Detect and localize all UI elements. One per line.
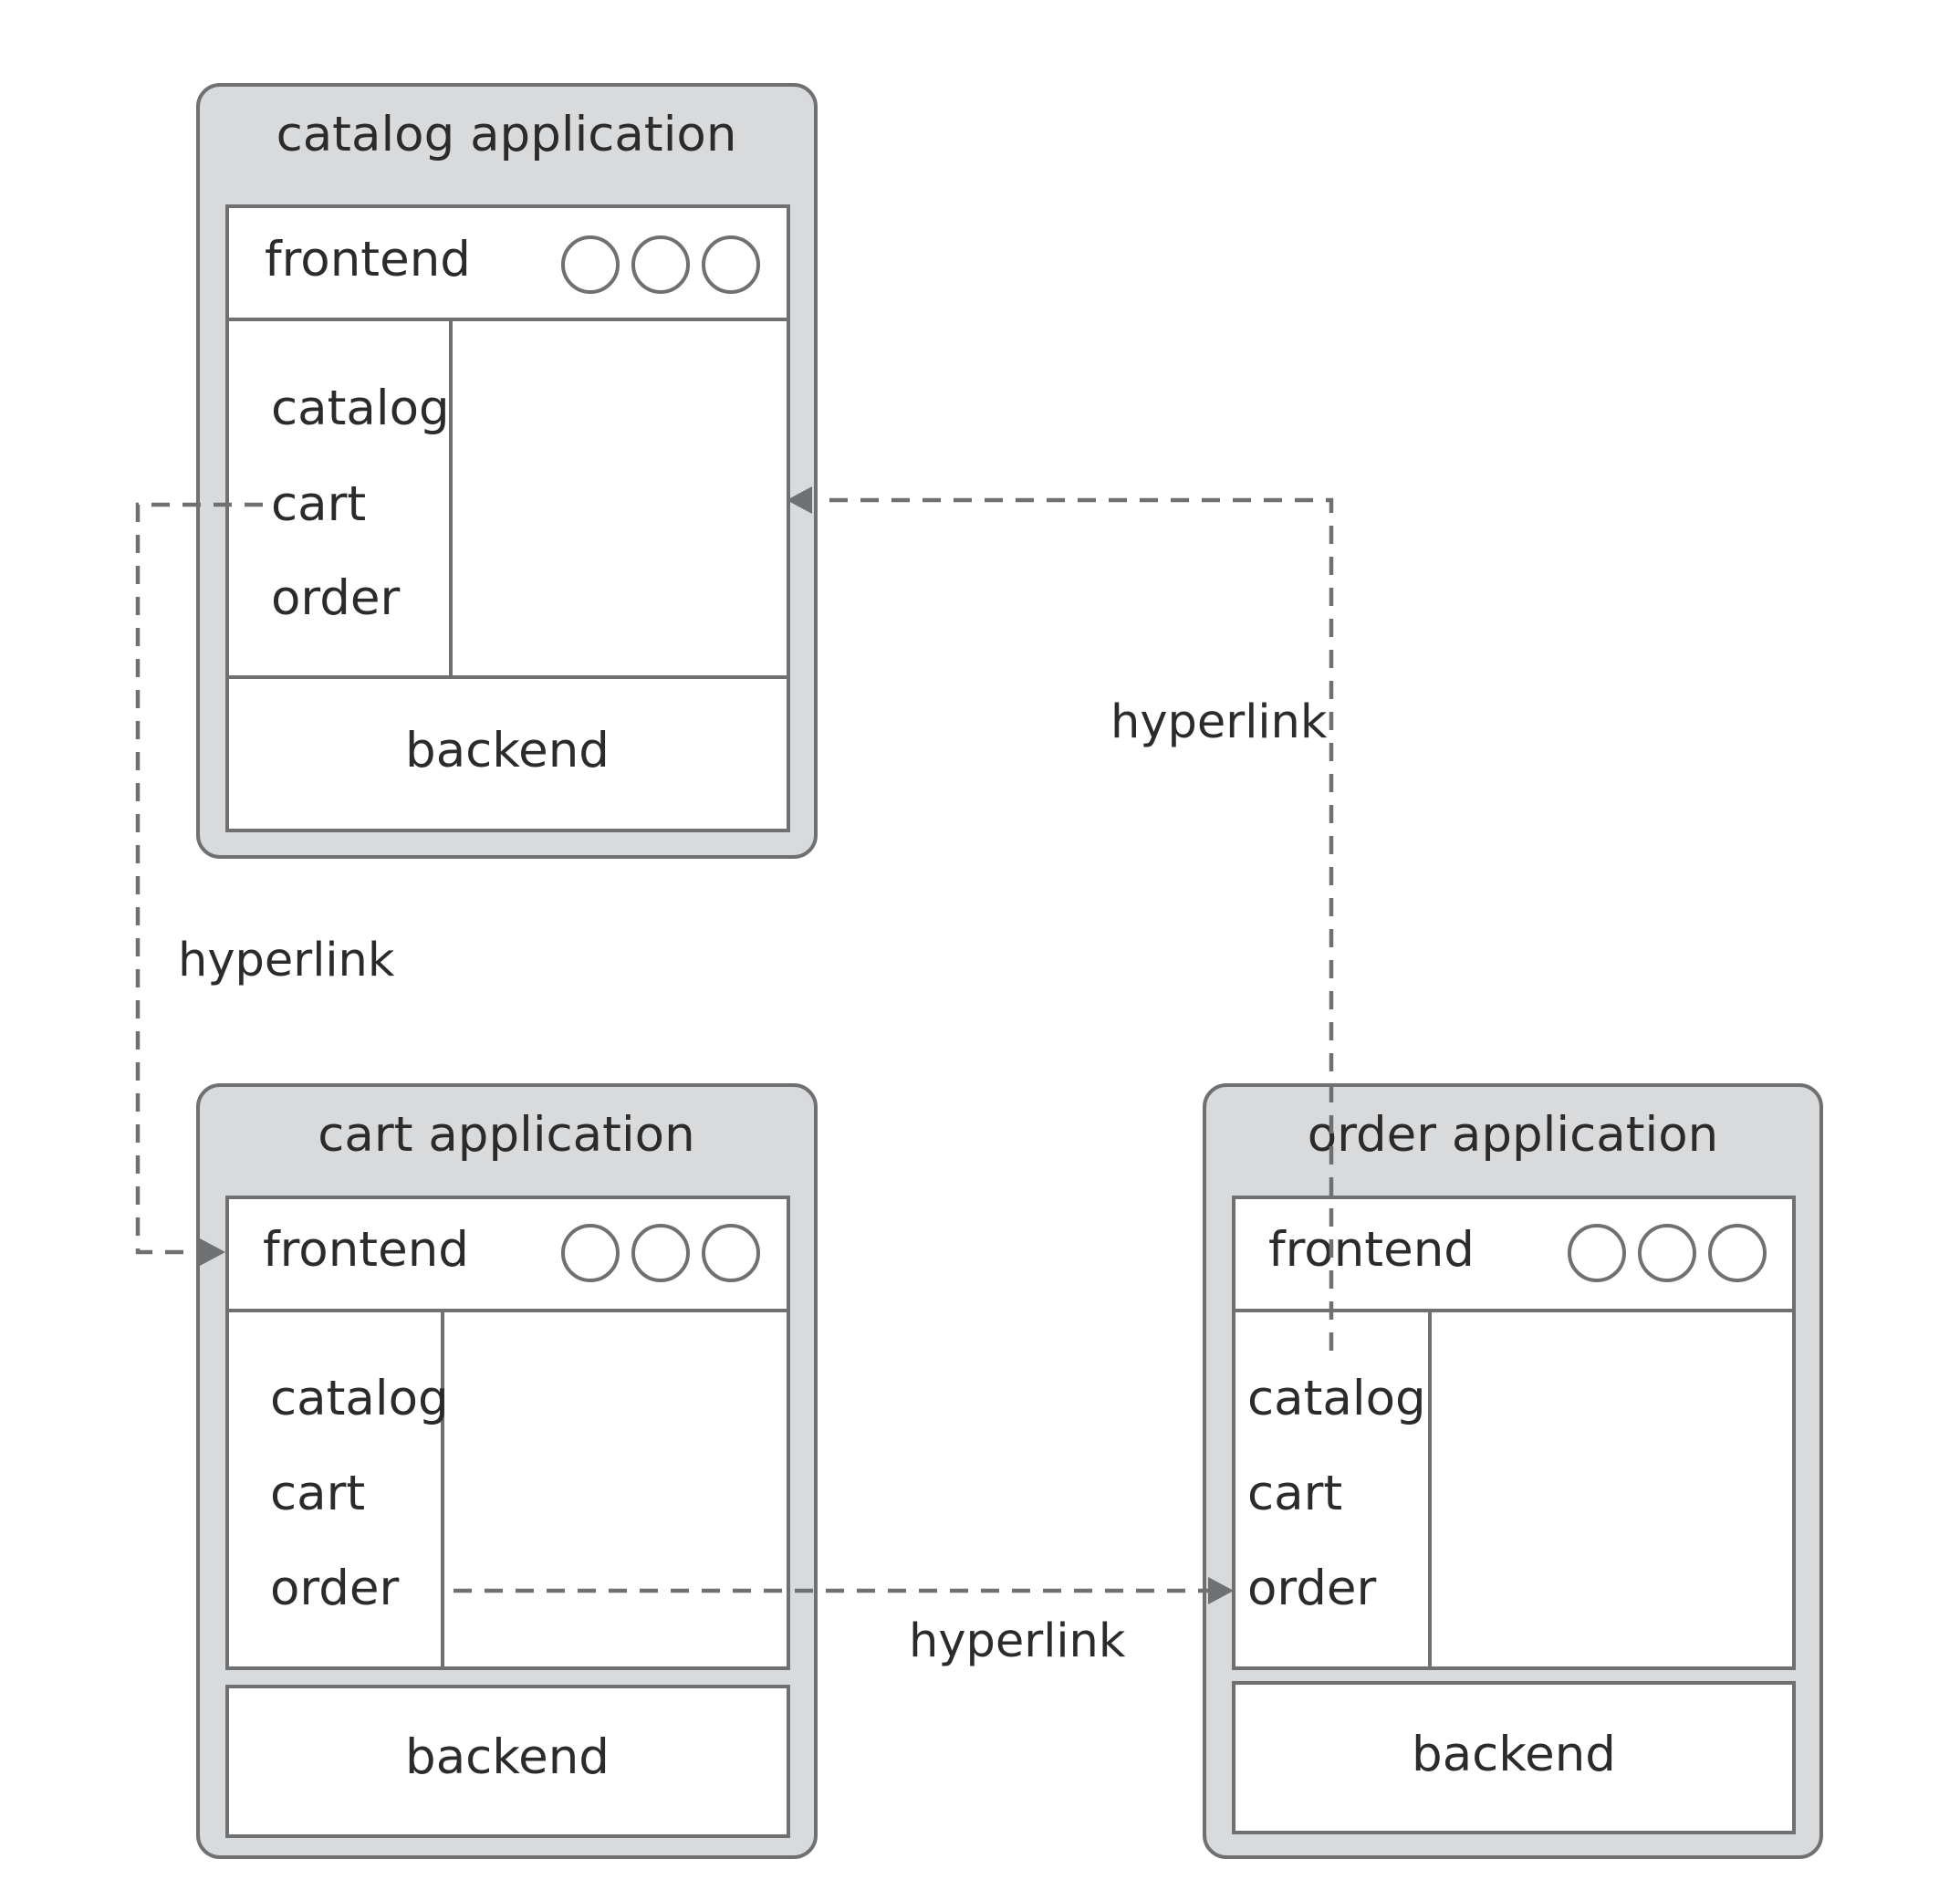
nav-item-catalog[interactable]: catalog — [271, 381, 450, 436]
arrow-head-icon — [1208, 1577, 1234, 1604]
nav-item-order[interactable]: order — [271, 570, 401, 626]
window-control-circle-icon — [702, 1224, 760, 1282]
hyperlink-cart-order-to-order-app: hyperlink — [454, 1577, 1234, 1668]
nav-item-cart[interactable]: cart — [271, 476, 366, 532]
nav-item-catalog[interactable]: catalog — [1247, 1371, 1426, 1426]
dashed-connector — [135, 502, 263, 1255]
hyperlink-label: hyperlink — [178, 934, 395, 987]
window-control-circle-icon — [561, 1224, 620, 1282]
frontend-label: frontend — [265, 232, 471, 287]
frontend-label: frontend — [263, 1222, 469, 1278]
window-control-circle-icon — [561, 235, 620, 294]
nav-item-order[interactable]: order — [270, 1561, 400, 1616]
backend-label: backend — [405, 1729, 610, 1785]
window-control-circle-icon — [1638, 1224, 1696, 1282]
cart-application: cart application frontend catalog cart o… — [196, 1083, 818, 1859]
window-control-circle-icon — [702, 235, 760, 294]
window-control-circle-icon — [1708, 1224, 1767, 1282]
backend-label: backend — [405, 723, 610, 778]
hyperlink-label: hyperlink — [1110, 695, 1328, 749]
backend-box — [1232, 1681, 1796, 1834]
backend-box — [225, 675, 790, 832]
order-application: order application frontend catalog cart … — [1203, 1083, 1823, 1859]
app-title: catalog application — [276, 107, 737, 162]
backend-label: backend — [1412, 1727, 1616, 1782]
frontend-body — [1232, 1309, 1796, 1670]
window-control-circle-icon — [631, 1224, 690, 1282]
frontend-body — [225, 1309, 790, 1670]
nav-item-cart[interactable]: cart — [1247, 1466, 1342, 1521]
frontend-bar — [225, 204, 790, 321]
arrow-head-icon — [787, 486, 812, 514]
hyperlink-label: hyperlink — [909, 1614, 1126, 1668]
app-title: order application — [1308, 1107, 1719, 1163]
window-control-circle-icon — [631, 235, 690, 294]
backend-box — [225, 1685, 790, 1838]
nav-item-order[interactable]: order — [1247, 1561, 1377, 1616]
window-control-circle-icon — [1568, 1224, 1626, 1282]
hyperlink-order-catalog-to-catalog-app: hyperlink — [787, 486, 1334, 1351]
arrow-head-icon — [200, 1238, 225, 1266]
frontend-bar — [225, 1196, 790, 1312]
frontend-label: frontend — [1268, 1222, 1475, 1278]
frontend-body — [225, 318, 790, 679]
nav-item-catalog[interactable]: catalog — [270, 1371, 449, 1426]
frontend-bar — [1232, 1196, 1796, 1312]
dashed-connector — [814, 497, 1334, 1351]
catalog-application: catalog application frontend catalog car… — [196, 83, 818, 859]
nav-item-cart[interactable]: cart — [270, 1466, 365, 1521]
hyperlink-catalog-cart-to-cart-app: hyperlink — [135, 502, 395, 1266]
app-title: cart application — [318, 1107, 694, 1163]
